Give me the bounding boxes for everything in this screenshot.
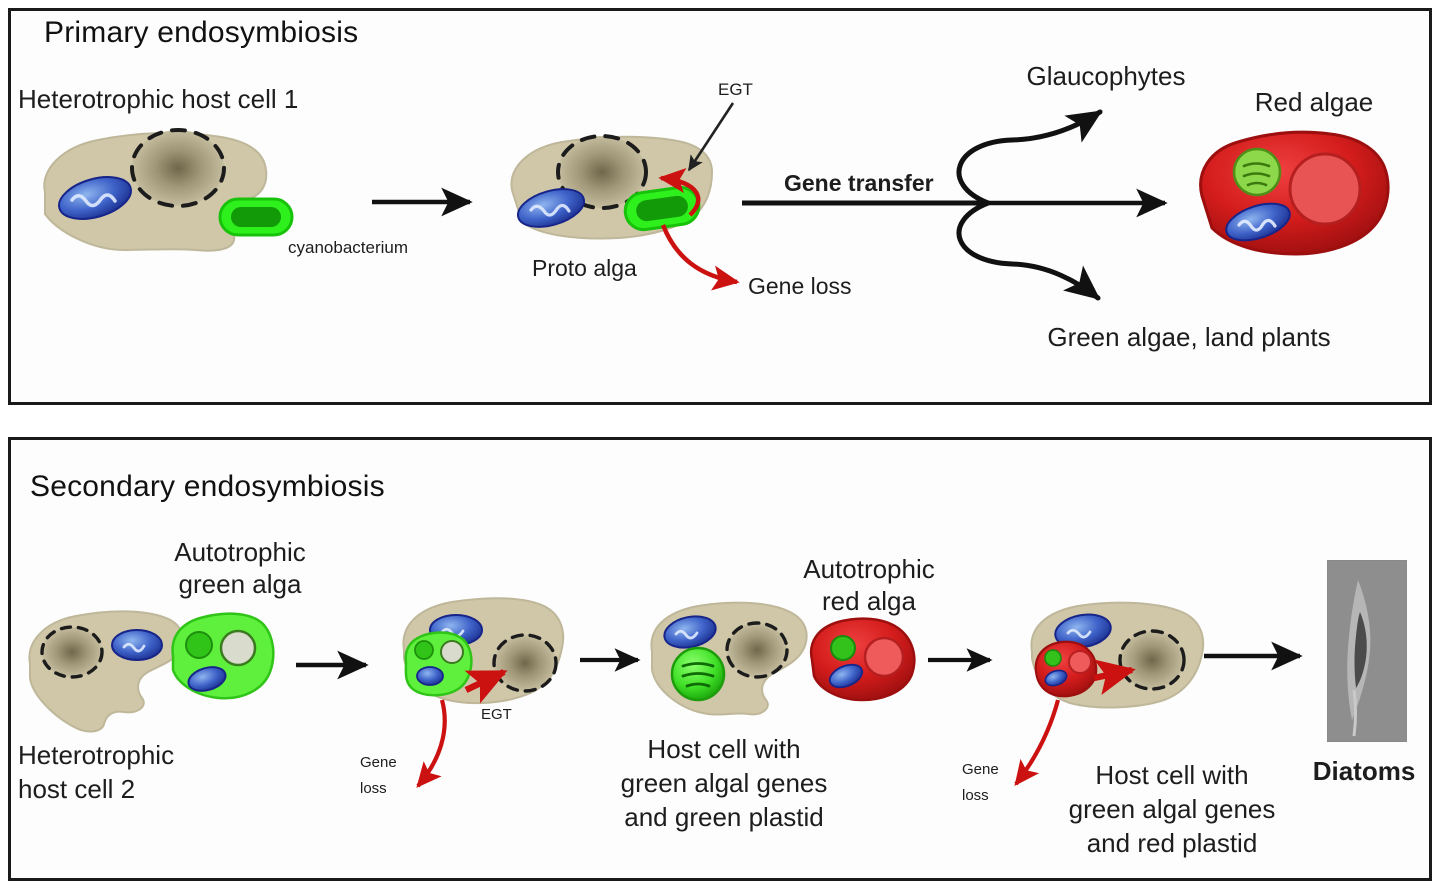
label-host-red-line3: and red plastid [1086, 828, 1258, 858]
panel-secondary-title: Secondary endosymbiosis [30, 470, 385, 503]
label-gene-loss-primary: Gene loss [748, 273, 852, 299]
label-gene-loss-2-line1: Gene [962, 761, 999, 778]
label-green-algae-land-plants: Green algae, land plants [1047, 322, 1331, 352]
label-autotrophic-red-alga-line2: red alga [822, 586, 916, 616]
label-diatoms: Diatoms [1312, 756, 1416, 786]
label-autotrophic-green-alga-line1: Autotrophic [174, 537, 306, 567]
label-gene-loss-secondary-line2: loss [360, 780, 387, 797]
panel-primary-title: Primary endosymbiosis [44, 16, 359, 49]
label-host-green-line2: green algal genes [620, 768, 828, 798]
label-heterotrophic-host-cell-2-line1: Heterotrophic [18, 740, 175, 770]
label-autotrophic-green-alga-line2: green alga [178, 569, 302, 599]
label-autotrophic-red-alga-line1: Autotrophic [803, 554, 935, 584]
label-egt-primary: EGT [718, 80, 753, 99]
label-host-red-line2: green algal genes [1068, 794, 1276, 824]
label-heterotrophic-host-cell-2-line2: host cell 2 [18, 774, 136, 804]
label-egt-secondary: EGT [481, 706, 512, 723]
label-glaucophytes: Glaucophytes [1026, 61, 1186, 91]
label-cyanobacterium: cyanobacterium [288, 238, 409, 257]
label-host-red-line1: Host cell with [1095, 760, 1249, 790]
label-proto-alga: Proto alga [532, 255, 637, 281]
label-gene-transfer: Gene transfer [784, 170, 934, 196]
label-host-green-line1: Host cell with [647, 734, 801, 764]
label-host-green-line3: and green plastid [624, 802, 824, 832]
diatom-micrograph [1327, 560, 1407, 742]
label-gene-loss-2-line2: loss [962, 787, 989, 804]
label-gene-loss-secondary-line1: Gene [360, 754, 397, 771]
label-heterotrophic-host-cell-1: Heterotrophic host cell 1 [18, 84, 299, 114]
label-red-algae: Red algae [1254, 87, 1374, 117]
